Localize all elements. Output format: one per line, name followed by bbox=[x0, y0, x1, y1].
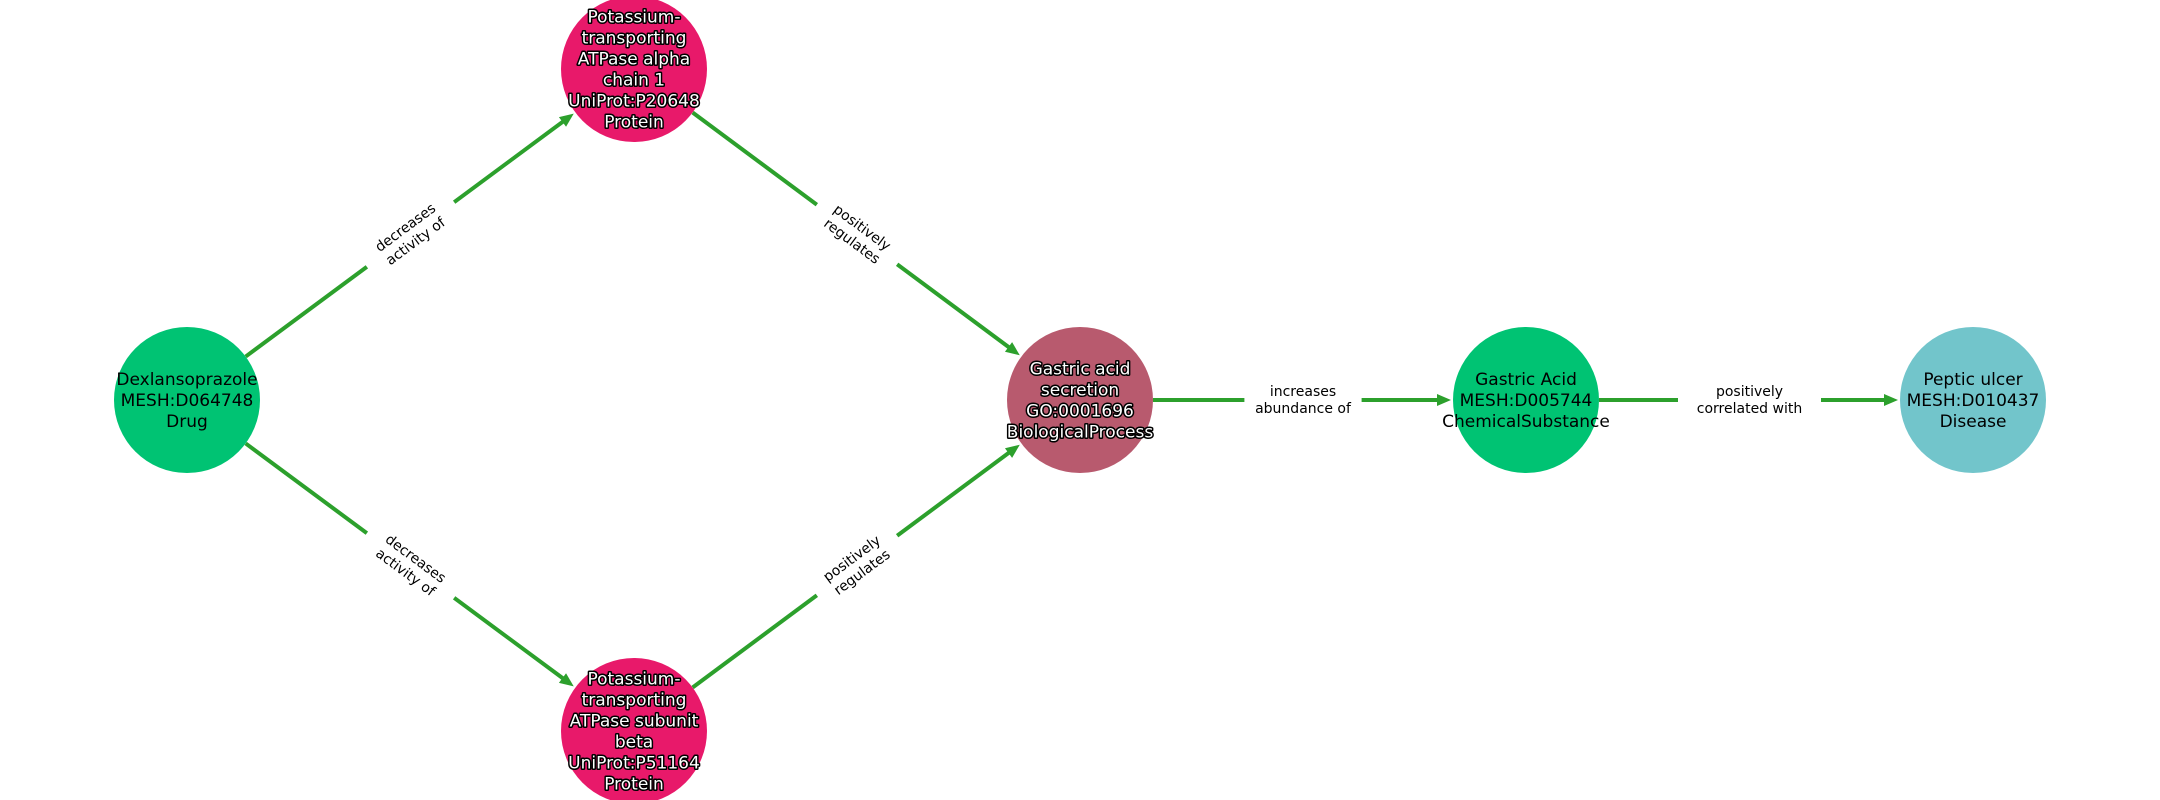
node-label-line: ChemicalSubstance bbox=[1442, 412, 1610, 432]
node-label-line: ATPase alpha bbox=[578, 50, 690, 70]
edge-label-background bbox=[354, 517, 467, 614]
node-label-line: UniProt:P51164 bbox=[568, 754, 700, 774]
edge-label-line: abundance of bbox=[1255, 401, 1352, 417]
node-acid[interactable]: Gastric AcidMESH:D005744ChemicalSubstanc… bbox=[1442, 327, 1610, 473]
node-label-line: transporting bbox=[582, 29, 687, 49]
node-circle[interactable] bbox=[561, 0, 707, 142]
node-label-line: MESH:D010437 bbox=[1907, 391, 2040, 411]
arrowhead-icon bbox=[1004, 342, 1020, 356]
node-label-line: Gastric acid bbox=[1030, 360, 1131, 380]
node-label-line: ATPase subunit bbox=[570, 712, 699, 732]
node-label-line: Disease bbox=[1940, 412, 2007, 432]
node-label-line: chain 1 bbox=[603, 71, 665, 91]
node-secretion[interactable]: Gastric acidsecretionGO:0001696Biologica… bbox=[1005, 327, 1155, 473]
node-circle[interactable] bbox=[561, 658, 707, 800]
node-label-line: beta bbox=[615, 733, 653, 753]
node-label-line: Protein bbox=[604, 775, 664, 795]
edge-label-background bbox=[804, 519, 910, 612]
nodes-layer: DexlansoprazoleMESH:D064748DrugPotassium… bbox=[114, 0, 2046, 800]
node-label-line: UniProt:P20648 bbox=[568, 92, 700, 112]
node-label-line: Dexlansoprazole bbox=[116, 370, 257, 390]
edge-label-line: increases bbox=[1270, 384, 1336, 400]
arrowhead-icon bbox=[1884, 394, 1898, 406]
arrowhead-icon bbox=[1437, 394, 1451, 406]
arrowhead-icon bbox=[558, 673, 574, 687]
node-circle[interactable] bbox=[1007, 327, 1153, 473]
node-label-line: Protein bbox=[604, 113, 664, 133]
node-label-line: Potassium- bbox=[587, 8, 680, 28]
node-label-line: MESH:D064748 bbox=[121, 391, 254, 411]
node-label-line: secretion bbox=[1041, 381, 1119, 401]
node-label-line: Potassium- bbox=[587, 670, 680, 690]
arrowhead-icon bbox=[1004, 444, 1020, 458]
edge-label-background bbox=[1244, 380, 1362, 420]
node-circle[interactable] bbox=[1900, 327, 2046, 473]
edge-label-line: positively bbox=[1716, 384, 1783, 400]
edge-label-background bbox=[1678, 380, 1821, 420]
node-circle[interactable] bbox=[114, 327, 260, 473]
node-label-line: MESH:D005744 bbox=[1460, 391, 1593, 411]
node-label-line: Peptic ulcer bbox=[1923, 370, 2022, 390]
node-label-line: Drug bbox=[166, 412, 208, 432]
node-label-line: GO:0001696 bbox=[1026, 402, 1134, 422]
node-circle[interactable] bbox=[1453, 327, 1599, 473]
node-label-line: Gastric Acid bbox=[1475, 370, 1577, 390]
arrowhead-icon bbox=[558, 113, 574, 127]
edge-label-line: correlated with bbox=[1697, 401, 1802, 417]
node-label-line: transporting bbox=[582, 691, 687, 711]
edge-label-background bbox=[804, 188, 910, 281]
node-label-line: BiologicalProcess bbox=[1007, 423, 1154, 443]
edge-label-background bbox=[354, 186, 467, 283]
